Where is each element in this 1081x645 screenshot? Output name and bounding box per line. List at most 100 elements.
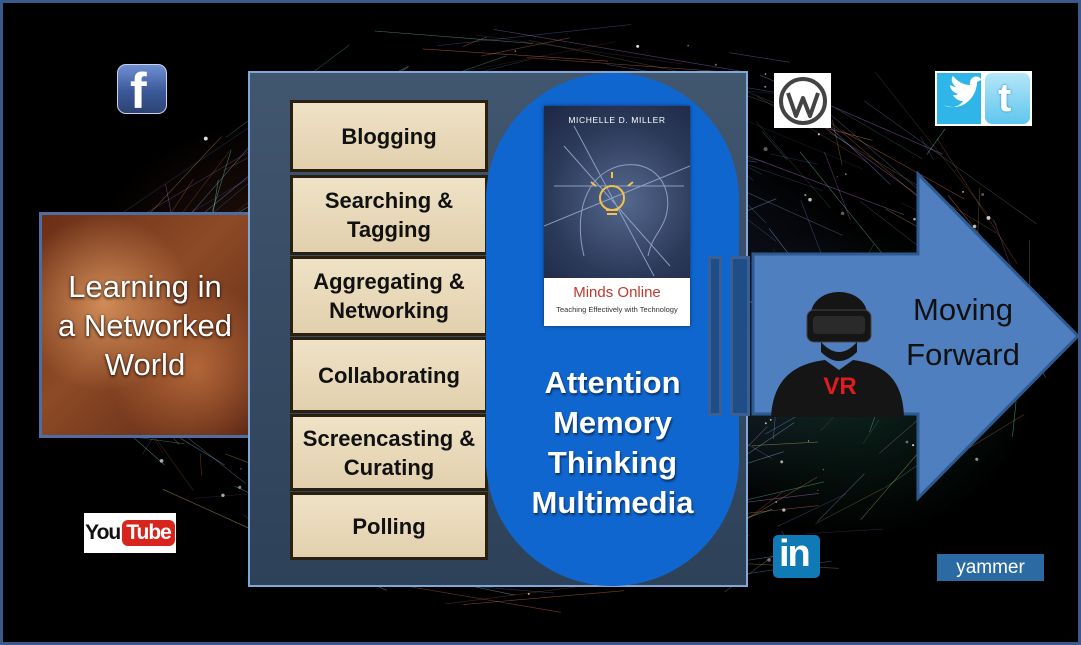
network-line: [737, 151, 905, 215]
network-node: [636, 44, 640, 48]
network-line: [804, 528, 884, 535]
book-title: Minds Online: [573, 284, 661, 301]
linkedin-icon: in: [773, 533, 820, 578]
lightbulb-head-icon: [544, 125, 690, 277]
network-node: [767, 558, 771, 562]
network-line: [171, 432, 225, 466]
network-node: [822, 468, 825, 471]
yammer-icon: yammer: [937, 554, 1044, 581]
network-line: [824, 151, 851, 221]
book-cover: MICHELLE D. MILLER Minds Online Teaching…: [544, 106, 690, 326]
task-searching-tagging: Searching & Tagging: [290, 175, 488, 255]
youtube-tube: Tube: [122, 520, 175, 546]
network-node: [807, 440, 810, 442]
network-line: [817, 473, 865, 522]
network-line: [832, 119, 843, 166]
network-node: [221, 493, 225, 497]
network-line: [422, 48, 609, 62]
network-line: [835, 108, 923, 159]
network-node: [905, 440, 909, 444]
network-line: [528, 40, 676, 72]
task-blogging: Blogging: [290, 100, 488, 172]
network-node: [782, 508, 786, 512]
network-node: [986, 215, 991, 220]
network-line: [815, 487, 884, 525]
network-line: [493, 29, 748, 73]
network-node: [962, 190, 965, 193]
network-node: [238, 485, 242, 489]
network-node: [240, 468, 242, 470]
network-node: [687, 45, 689, 47]
facebook-icon-letter: f: [130, 63, 147, 119]
learning-box-text: Learning in a Networked World: [57, 268, 233, 382]
twitter-icon: t: [935, 71, 1032, 126]
network-line: [751, 441, 818, 446]
network-node: [764, 73, 767, 75]
vr-headset-icon: [771, 292, 904, 417]
wordpress-icon: [774, 73, 831, 128]
twitter-t-icon: t: [985, 73, 1030, 124]
network-line: [926, 128, 946, 155]
task-polling: Polling: [290, 492, 488, 560]
network-node: [775, 501, 778, 503]
network-line: [777, 493, 847, 527]
network-node: [913, 217, 916, 221]
network-line: [436, 24, 631, 47]
network-node: [840, 211, 845, 216]
yammer-wordmark: yammer: [956, 556, 1025, 578]
network-line: [920, 136, 934, 160]
twitter-t-letter: t: [998, 76, 1012, 120]
network-line: [729, 52, 790, 63]
network-line: [936, 138, 1018, 264]
youtube-you: You: [85, 521, 121, 544]
network-line: [526, 57, 740, 74]
task-screencasting-curating: Screencasting & Curating: [290, 414, 488, 491]
network-node: [714, 63, 717, 66]
book-author: MICHELLE D. MILLER: [568, 115, 666, 125]
network-line: [770, 153, 818, 165]
divider-bar-left: [708, 256, 722, 416]
network-node: [514, 50, 517, 52]
network-node: [780, 460, 784, 464]
facebook-icon: f: [117, 63, 167, 119]
network-line: [731, 185, 843, 236]
task-aggregating-networking: Aggregating & Networking: [290, 256, 488, 336]
network-node: [808, 197, 812, 202]
network-node: [912, 444, 915, 447]
network-line: [842, 130, 965, 200]
network-line: [864, 100, 1037, 225]
network-line: [874, 71, 997, 226]
linkedin-letters: in: [779, 533, 811, 575]
network-node: [817, 489, 819, 492]
network-line: [812, 99, 931, 201]
book-subtitle: Teaching Effectively with Technology: [556, 305, 678, 314]
network-node: [527, 592, 530, 595]
network-line: [862, 419, 880, 444]
divider-bar-right: [730, 256, 750, 416]
network-node: [763, 147, 768, 152]
network-line: [755, 121, 831, 209]
book-cover-art: MICHELLE D. MILLER: [544, 106, 690, 278]
network-node: [764, 85, 767, 88]
network-node: [764, 422, 767, 425]
network-line: [878, 418, 919, 454]
twitter-bird-icon: [937, 73, 981, 124]
network-line: [829, 132, 997, 234]
network-node: [804, 194, 807, 197]
youtube-icon: You Tube: [84, 513, 176, 553]
network-line: [827, 128, 873, 141]
network-node: [203, 136, 208, 141]
network-line: [762, 131, 788, 160]
network-line: [463, 590, 625, 605]
network-node: [769, 418, 772, 421]
network-node: [159, 458, 164, 463]
network-line: [374, 30, 533, 44]
center-pill-text: Attention Memory Thinking Multimedia: [531, 365, 694, 520]
network-node: [975, 457, 979, 461]
network-node: [836, 176, 838, 178]
network-line: [799, 151, 890, 263]
task-collaborating: Collaborating: [290, 337, 488, 413]
network-line: [200, 453, 202, 476]
network-node: [844, 173, 847, 175]
